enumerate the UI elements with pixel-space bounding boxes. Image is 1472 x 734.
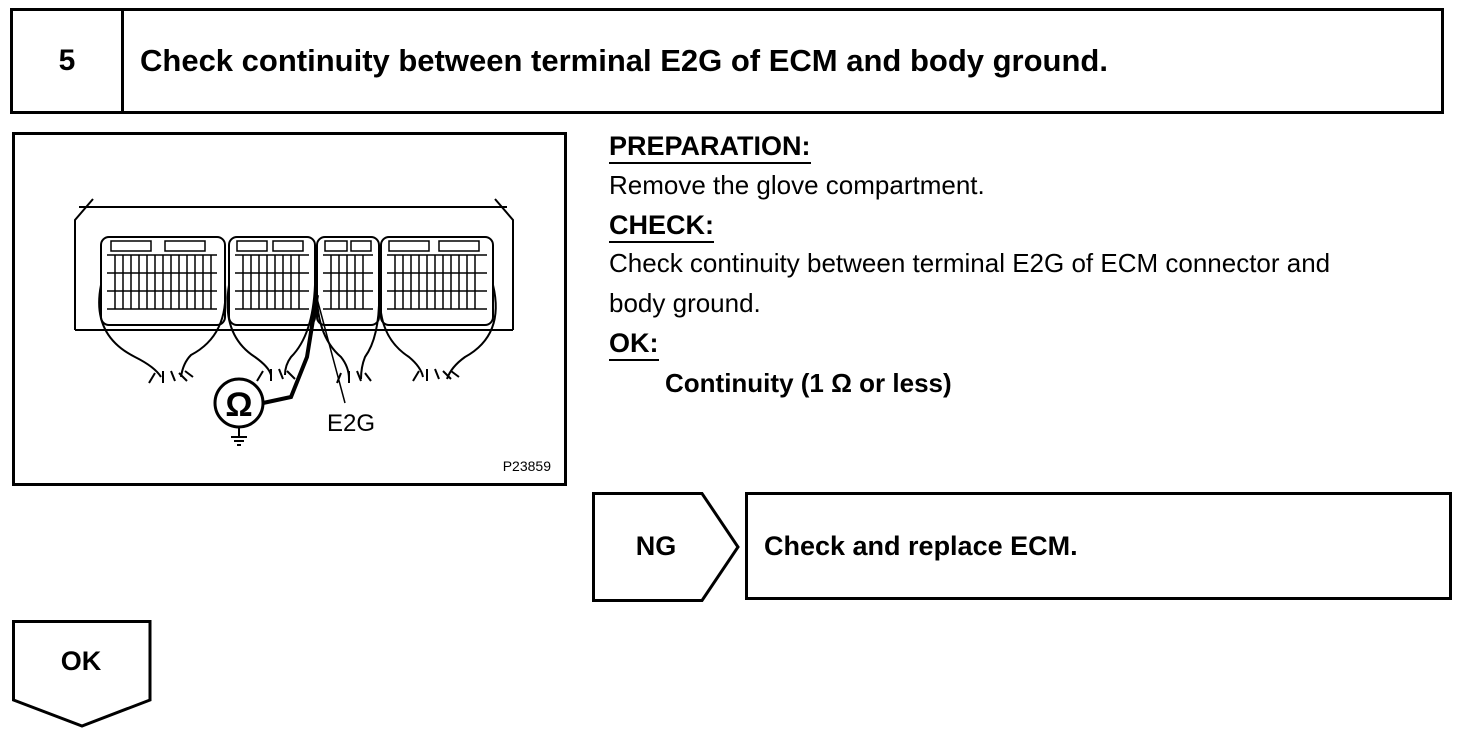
ok-spec-label: OK: bbox=[609, 328, 659, 361]
ok-branch-label: OK bbox=[60, 645, 102, 676]
preparation-label: PREPARATION: bbox=[609, 131, 811, 164]
preparation-text: Remove the glove compartment. bbox=[609, 170, 985, 200]
ok-arrow-shape bbox=[12, 620, 152, 728]
connector-illustration: Ω E2G P23859 bbox=[12, 132, 567, 486]
ok-spec-value: Continuity (1 Ω or less) bbox=[665, 368, 952, 398]
ng-action-text: Check and replace ECM. bbox=[764, 530, 1078, 561]
ground-icon bbox=[231, 427, 247, 446]
ng-action-box: Check and replace ECM. bbox=[745, 492, 1452, 600]
step-title: Check continuity between terminal E2G of… bbox=[140, 43, 1108, 78]
ohm-symbol: Ω bbox=[225, 386, 252, 424]
ng-label: NG bbox=[635, 530, 677, 561]
ohmmeter-icon: Ω bbox=[213, 377, 265, 429]
terminal-label: E2G bbox=[327, 410, 375, 437]
ecm-connector-icon: Ω E2G P23859 bbox=[74, 198, 551, 474]
figure-id: P23859 bbox=[503, 458, 551, 474]
step-header: 5 Check continuity between terminal E2G … bbox=[10, 8, 1444, 114]
check-label: CHECK: bbox=[609, 210, 714, 243]
check-text-line1: Check continuity between terminal E2G of… bbox=[609, 248, 1331, 278]
ng-arrow-shape bbox=[592, 492, 740, 602]
check-text-line2: body ground. bbox=[609, 288, 761, 318]
step-number: 5 bbox=[13, 11, 124, 111]
